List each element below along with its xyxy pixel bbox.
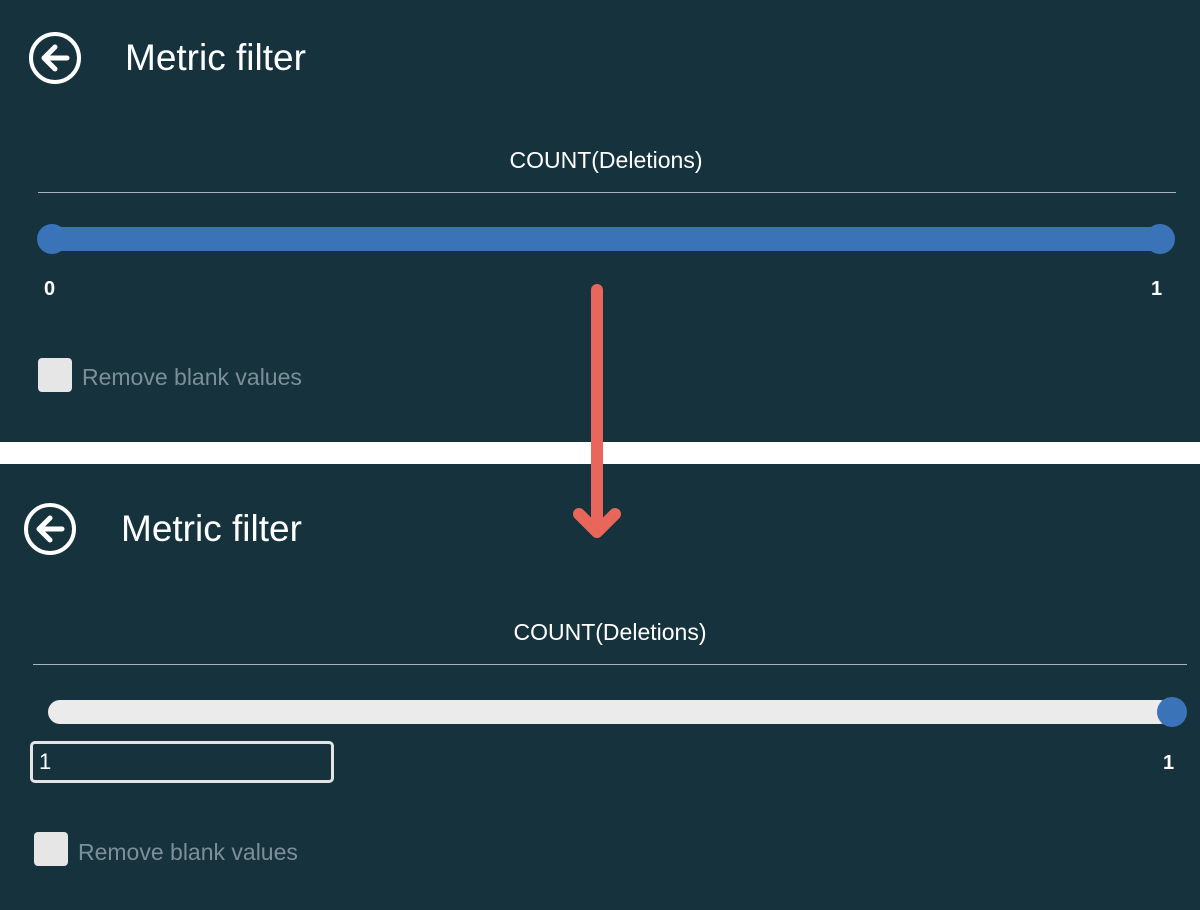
slider-max-handle[interactable] [1145,224,1175,254]
slider-max-label: 1 [1151,278,1163,300]
divider [33,664,1187,665]
arrow-left-circle-icon[interactable] [28,31,82,85]
page-title: Metric filter [121,508,302,549]
page-title: Metric filter [125,37,306,78]
metric-filter-panel-after: Metric filter COUNT(Deletions) 1 Remove … [0,464,1200,910]
metric-filter-panel-before: Metric filter COUNT(Deletions) 0 1 Remov… [0,0,1200,442]
remove-blank-checkbox[interactable] [38,358,72,392]
metric-name: COUNT(Deletions) [513,619,707,645]
divider [38,192,1176,193]
remove-blank-checkbox[interactable] [34,832,68,866]
slider-track[interactable] [38,227,1174,251]
remove-blank-label: Remove blank values [82,364,302,390]
slider-max-handle[interactable] [1157,697,1187,727]
metric-name: COUNT(Deletions) [509,147,703,173]
remove-blank-label: Remove blank values [78,839,298,865]
slider-min-handle[interactable] [37,224,67,254]
slider-track[interactable] [48,700,1172,724]
slider-min-label: 0 [44,278,56,300]
slider-max-label: 1 [1163,752,1175,774]
slider-min-input[interactable] [30,741,334,783]
arrow-left-circle-icon[interactable] [23,502,77,556]
